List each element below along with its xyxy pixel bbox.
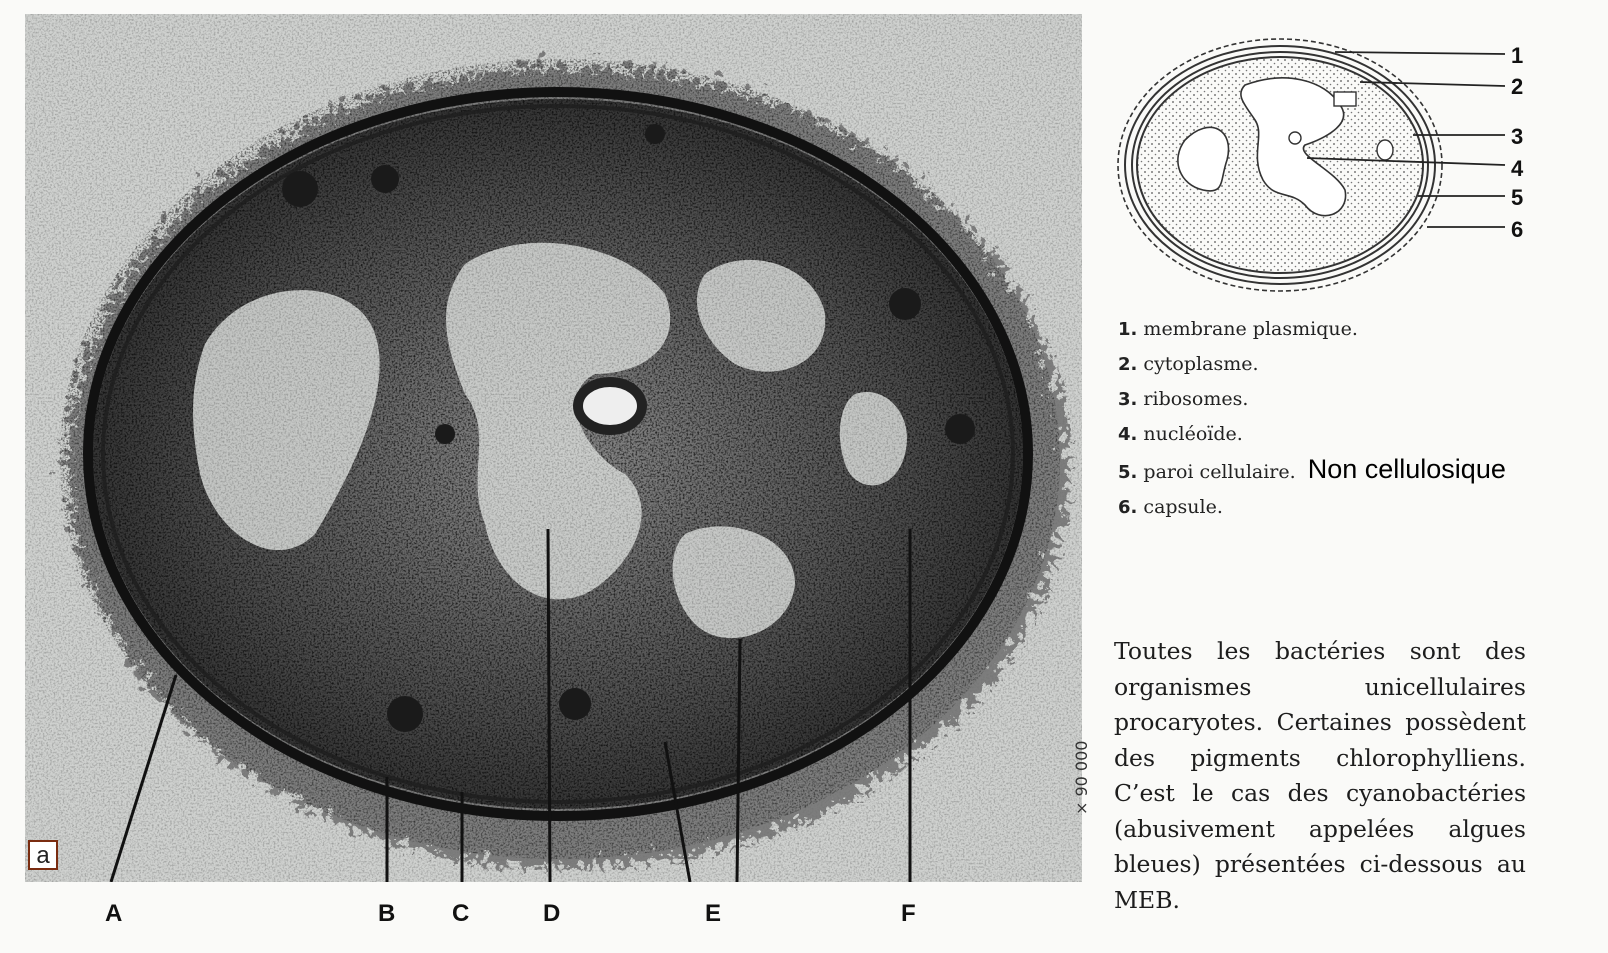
legend-item-3: 3. ribosomes. bbox=[1118, 382, 1506, 417]
label-f: F bbox=[901, 900, 916, 928]
legend-num: 2. bbox=[1118, 354, 1137, 375]
label-a: A bbox=[105, 900, 122, 928]
label-d: D bbox=[543, 900, 560, 928]
schema-num-2: 2 bbox=[1511, 74, 1523, 100]
label-e: E bbox=[705, 900, 721, 928]
label-b: B bbox=[378, 900, 395, 928]
panel-tag: a bbox=[28, 840, 58, 870]
legend-item-5: 5. paroi cellulaire. Non cellulosique bbox=[1118, 452, 1506, 490]
legend-num: 1. bbox=[1118, 319, 1137, 340]
schema-num-3: 3 bbox=[1511, 124, 1523, 150]
legend-item-6: 6. capsule. bbox=[1118, 490, 1506, 525]
legend-text: nucléoïde. bbox=[1143, 423, 1242, 445]
legend-annotation: Non cellulosique bbox=[1308, 454, 1506, 484]
legend-text: cytoplasme. bbox=[1143, 353, 1258, 375]
label-c: C bbox=[452, 900, 469, 928]
legend-text: paroi cellulaire. bbox=[1143, 461, 1295, 483]
legend-item-1: 1. membrane plasmique. bbox=[1118, 312, 1506, 347]
legend-num: 4. bbox=[1118, 424, 1137, 445]
legend-item-2: 2. cytoplasme. bbox=[1118, 347, 1506, 382]
legend-text: membrane plasmique. bbox=[1143, 318, 1357, 340]
description-text: Toutes les bactéries sont des organismes… bbox=[1114, 634, 1526, 918]
description-paragraph: Toutes les bactéries sont des organismes… bbox=[1114, 634, 1526, 918]
legend-text: ribosomes. bbox=[1143, 388, 1248, 410]
legend-item-4: 4. nucléoïde. bbox=[1118, 417, 1506, 452]
schema-num-5: 5 bbox=[1511, 185, 1523, 211]
legend-num: 6. bbox=[1118, 497, 1137, 518]
electron-micrograph bbox=[25, 14, 1082, 882]
magnification-label: × 90 000 bbox=[1072, 741, 1091, 815]
legend-num: 5. bbox=[1118, 462, 1137, 483]
schema-num-6: 6 bbox=[1511, 217, 1523, 243]
legend-num: 3. bbox=[1118, 389, 1137, 410]
schematic-diagram bbox=[1115, 30, 1535, 295]
schema-num-1: 1 bbox=[1511, 43, 1523, 69]
legend-text: capsule. bbox=[1143, 496, 1222, 518]
legend-list: 1. membrane plasmique. 2. cytoplasme. 3.… bbox=[1118, 312, 1506, 525]
schema-num-4: 4 bbox=[1511, 156, 1523, 182]
